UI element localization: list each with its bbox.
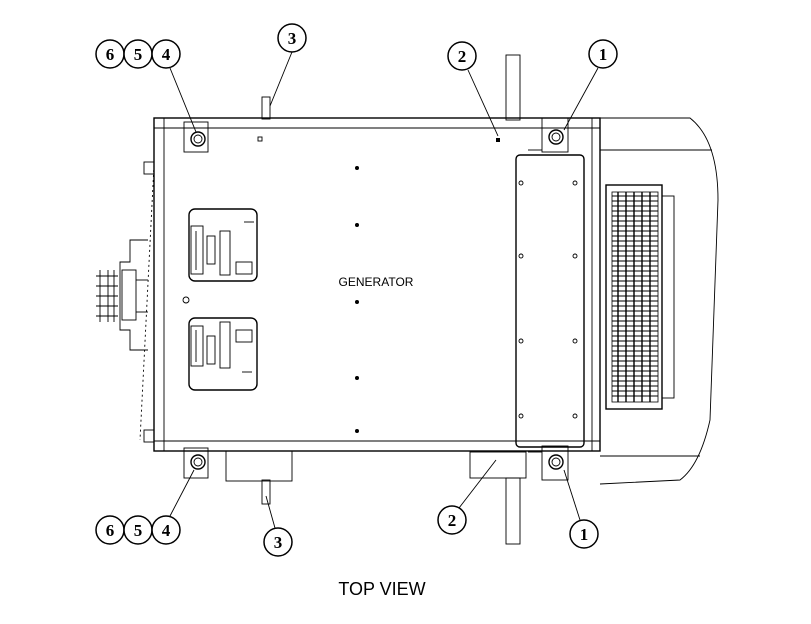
callout-top-left-6: 6 [95,39,125,69]
callout-number: 5 [134,45,143,64]
mount-bottom-right [541,445,569,481]
callout-number: 2 [448,511,457,530]
callout-bottom-left-6: 6 [95,515,125,545]
callout-number: 1 [599,45,608,64]
callout-number: 3 [288,29,297,48]
radiator-section [599,117,719,485]
callout-top-2: 2 [447,41,477,71]
mount-top-right [541,117,569,153]
control-panel-upper [188,208,258,282]
callout-bottom-2: 2 [437,505,467,535]
skid-rail-top-right [500,54,528,121]
radiator-core [611,191,659,403]
leader-lines [169,51,599,529]
callout-top-left-5: 5 [123,39,153,69]
callout-bottom-left-4: 4 [151,515,181,545]
callout-bottom-left-5: 5 [123,515,153,545]
callout-number: 4 [162,45,171,64]
skid-rail-bottom-right [469,451,527,545]
callout-top-3: 3 [277,23,307,53]
generator-body [153,117,601,452]
lifting-rail-top [256,96,276,120]
callout-number: 6 [106,521,115,540]
generator-label: GENERATOR [339,275,414,289]
left-end-connectors [96,161,155,443]
body-bolts [182,136,500,433]
callout-number: 2 [458,47,467,66]
callout-number: 6 [106,45,115,64]
control-panel-lower [188,317,258,391]
callout-top-left-4: 4 [151,39,181,69]
view-caption: TOP VIEW [338,579,425,599]
callout-number: 3 [274,533,283,552]
callout-number: 5 [134,521,143,540]
callout-number: 1 [580,525,589,544]
lifting-rail-bottom [225,450,293,505]
callout-bottom-3: 3 [263,527,293,557]
mount-top-left [183,121,209,153]
right-cover-plate [515,149,585,453]
callout-number: 4 [162,521,171,540]
mount-bottom-left [183,447,209,479]
callout-bottom-1: 1 [569,519,599,549]
callout-top-1: 1 [588,39,618,69]
